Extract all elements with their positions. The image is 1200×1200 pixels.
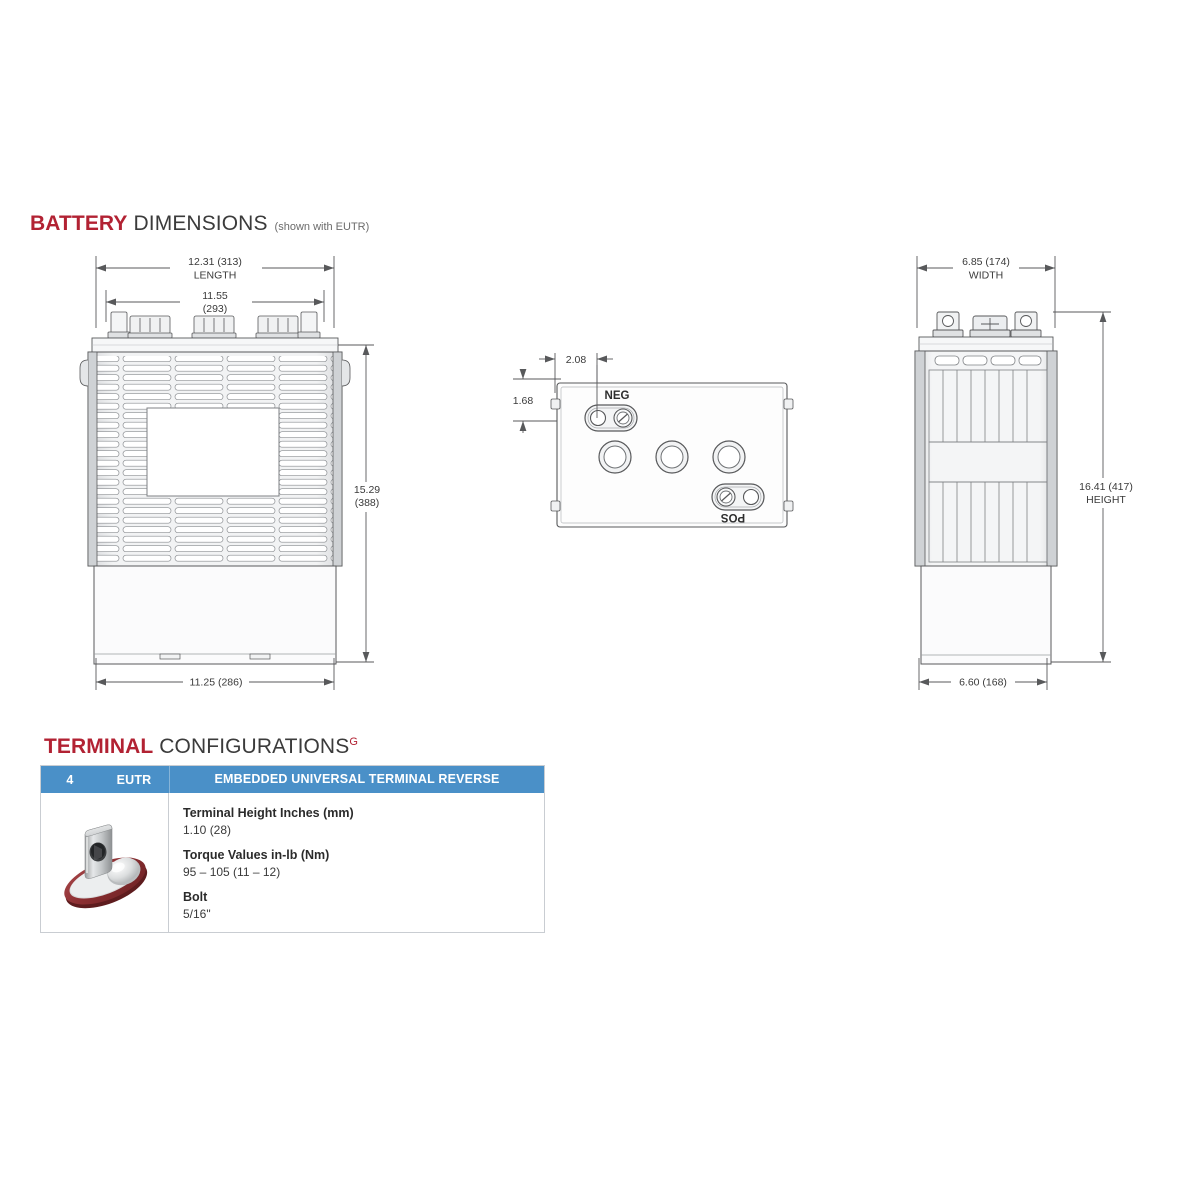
spec-label-terminal-height: Terminal Height Inches (mm) [183,806,354,820]
spec-label-bolt: Bolt [183,890,208,905]
top-offset-y-value: 1.68 [513,395,534,407]
front-overall-length-value: 12.31 (313) [188,256,242,268]
spec-value-torque-values: 95 – 105 (11 – 12) [183,864,281,879]
battery-heading-light: DIMENSIONS [133,212,268,235]
side-view-svg: 6.85 (174) WIDTH [914,256,1139,690]
top-view-svg: 2.08 1.68 [513,353,794,528]
terminal-name-cell: EMBEDDED UNIVERSAL TERMINAL REVERSE [169,766,544,793]
front-base-length-value: 11.25 (286) [190,677,243,689]
terminal-image-cell [41,793,169,933]
terminal-number-cell: 4 [66,772,74,787]
battery-heading-strong: BATTERY [30,212,128,235]
negative-terminal [584,404,638,432]
top-offset-x-value: 2.08 [566,354,587,366]
front-terminal-span-mm: (293) [203,303,228,315]
terminal-photo [63,824,147,908]
side-overall-width-label: WIDTH [969,270,1003,282]
positive-terminal [711,483,765,511]
top-plan-view: 2.08 1.68 [505,345,815,545]
front-terminal-span-value: 11.55 [202,290,228,302]
table-body-row: Terminal Height Inches (mm) 1.10 (28) To… [41,793,544,933]
spec-label-torque-values: Torque Values in-lb (Nm) [183,848,330,863]
terminal-configurations-table: 4 EUTR EMBEDDED UNIVERSAL TERMINAL REVER… [40,765,545,934]
terminal-spec-cell: Terminal Height Inches (mm) 1.10 (28) To… [169,793,544,932]
spec-value-bolt: 5/16" [183,907,211,921]
terminal-post [84,824,112,879]
table-header-row: 4 EUTR EMBEDDED UNIVERSAL TERMINAL REVER… [41,766,544,793]
terminal-code-cell: EUTR [116,772,152,787]
positive-terminal-label: POS [721,511,746,523]
front-overall-length-label: LENGTH [194,270,237,282]
vent-caps-group [598,440,746,474]
side-base-width-value: 6.60 (168) [959,677,1007,689]
front-overall-height-mm: (388) [355,497,380,509]
terminal-heading-strong: TERMINAL [44,735,154,758]
battery-heading-note: (shown with EUTR) [274,221,370,233]
side-elevation-view: 6.85 (174) WIDTH [895,250,1165,700]
side-overall-height-value: 16.41 (417) [1079,481,1133,493]
side-overall-width-value: 6.85 (174) [962,256,1010,268]
terminal-heading-light: CONFIGURATIONS [159,735,350,758]
front-overall-height-value: 15.29 [354,484,380,496]
front-terminal-group [107,311,321,339]
terminal-heading-superscript: G [349,736,358,748]
side-overall-height-label: HEIGHT [1086,494,1126,506]
negative-terminal-label: NEG [605,390,630,402]
front-elevation-view: 12.31 (313) LENGTH 11.55 (293) [70,250,410,700]
front-view-svg: 12.31 (313) LENGTH 11.55 (293) [79,256,386,690]
side-terminal-group [932,311,1042,338]
spec-value-terminal-height: 1.10 (28) [183,822,232,837]
